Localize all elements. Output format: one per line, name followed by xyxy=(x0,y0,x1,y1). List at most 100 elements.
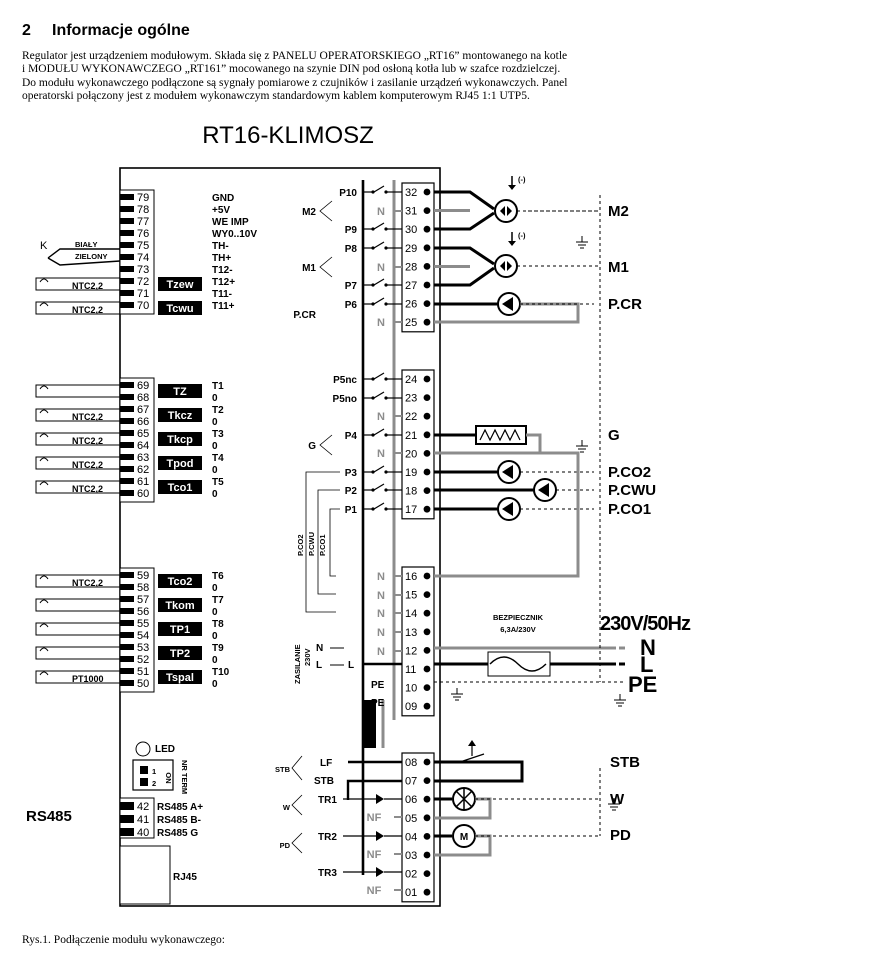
terminal-screw xyxy=(120,394,134,400)
terminal-screw xyxy=(120,478,134,484)
l-terminal-label: L xyxy=(348,660,354,671)
module-outline xyxy=(119,167,441,907)
terminal-number: 70 xyxy=(137,300,149,312)
pump-icon xyxy=(502,465,513,479)
sensor-name: TZ xyxy=(173,386,187,398)
section-title: Informacje ogólne xyxy=(52,22,190,39)
terminal-screw xyxy=(423,628,431,636)
device-name: P.CO2 xyxy=(608,464,651,481)
terminal-screw xyxy=(423,450,431,457)
sensor-label-box xyxy=(158,456,202,470)
relay-switch xyxy=(373,241,385,249)
terminal-number: 05 xyxy=(405,813,417,825)
signal-label: 0 xyxy=(212,583,218,594)
terminal-number: 07 xyxy=(405,776,417,788)
paragraph-line: Do modułu wykonawczego podłączone są syg… xyxy=(22,76,568,89)
terminal-screw xyxy=(120,815,134,823)
sensor-element xyxy=(39,385,49,390)
terminal-number: 31 xyxy=(405,206,417,218)
minus-mark: (-) xyxy=(518,231,526,240)
device-name: P.CWU xyxy=(608,482,656,499)
pe-label: PE xyxy=(371,698,385,709)
signal-label: +5V xyxy=(212,205,230,216)
tr2-label: TR2 xyxy=(318,832,337,843)
sensor-element xyxy=(39,481,49,486)
terminal-number: 30 xyxy=(405,224,417,236)
terminal-screw xyxy=(120,254,134,260)
terminal-number: 63 xyxy=(137,452,149,464)
relay-label: P5no xyxy=(333,394,357,405)
terminal-number: 28 xyxy=(405,261,417,273)
vertical-label: P.CWU xyxy=(307,532,316,556)
relay-switch xyxy=(373,465,385,473)
sensor-element xyxy=(39,623,49,628)
fuse-element xyxy=(489,656,547,672)
terminal-number: 56 xyxy=(137,606,149,618)
rs485-pin-number: 41 xyxy=(137,814,149,826)
supply-l-label: L xyxy=(316,660,322,671)
relay-contact xyxy=(371,396,375,400)
dip-switch xyxy=(132,759,174,791)
terminal-screw xyxy=(120,608,134,614)
nf-label: NF xyxy=(367,812,382,824)
terminal-screw xyxy=(120,656,134,662)
terminal-screw xyxy=(423,225,431,233)
pd-group-label: PD xyxy=(280,841,291,850)
fuse-title: BEZPIECZNIK xyxy=(493,613,544,622)
terminal-number: 58 xyxy=(137,582,149,594)
supply-n-label: N xyxy=(316,643,323,654)
sensor-name: Tkcp xyxy=(167,434,193,446)
sensor-label-box xyxy=(158,432,202,446)
relay-contact xyxy=(384,396,388,400)
relay-label: P5nc xyxy=(333,375,357,386)
terminal-number: 75 xyxy=(137,240,149,252)
neutral-label: N xyxy=(377,627,385,639)
terminal-screw xyxy=(423,375,431,383)
terminal-screw xyxy=(423,431,431,439)
signal-label: 0 xyxy=(212,465,218,476)
sensor-element xyxy=(39,302,49,307)
bracket xyxy=(319,256,333,278)
relay-switch xyxy=(373,185,385,193)
terminal-number: 02 xyxy=(405,869,417,881)
neutral-label: N xyxy=(377,571,385,583)
terminal-number: 60 xyxy=(137,488,149,500)
sensor-label-box xyxy=(158,480,202,494)
minus-mark: (-) xyxy=(518,175,526,184)
sensor-wire xyxy=(35,432,120,446)
relay-contact xyxy=(371,246,375,250)
terminal-number: 18 xyxy=(405,486,417,498)
terminal-screw xyxy=(423,684,431,691)
group-label-m1: M1 xyxy=(302,263,316,274)
relay-contact xyxy=(371,470,375,474)
terminal-screw xyxy=(120,680,134,686)
bracket xyxy=(291,832,303,854)
sensor-type: NTC2,2 xyxy=(72,460,103,470)
device-name: M2 xyxy=(608,203,629,220)
terminal-number: 55 xyxy=(137,618,149,630)
m1-motor-icon xyxy=(494,254,518,278)
vertical-label: P.CO1 xyxy=(318,534,327,556)
signal-label: 0 xyxy=(212,607,218,618)
sensor-element xyxy=(39,575,49,580)
terminal-number: 10 xyxy=(405,683,417,695)
terminal-number: 57 xyxy=(137,594,149,606)
relay-label: P2 xyxy=(345,486,358,497)
neutral-label: N xyxy=(377,262,385,274)
relay-contact xyxy=(371,488,375,492)
terminal-number: 11 xyxy=(405,664,416,676)
sensor-wire xyxy=(35,456,120,470)
sensor-label-box xyxy=(158,408,202,422)
terminal-screw xyxy=(423,833,431,840)
pe-label: PE xyxy=(371,680,385,691)
terminal-screw xyxy=(120,418,134,424)
sensor-wire xyxy=(35,480,120,494)
sensor-name: Tpod xyxy=(167,458,194,470)
signal-label: WY0..10V xyxy=(212,229,257,240)
sensor-element xyxy=(39,457,49,462)
m2-motor-icon xyxy=(494,199,518,223)
neutral-label: N xyxy=(377,317,385,329)
terminal-screw xyxy=(423,572,431,580)
terminal-screw xyxy=(120,490,134,496)
